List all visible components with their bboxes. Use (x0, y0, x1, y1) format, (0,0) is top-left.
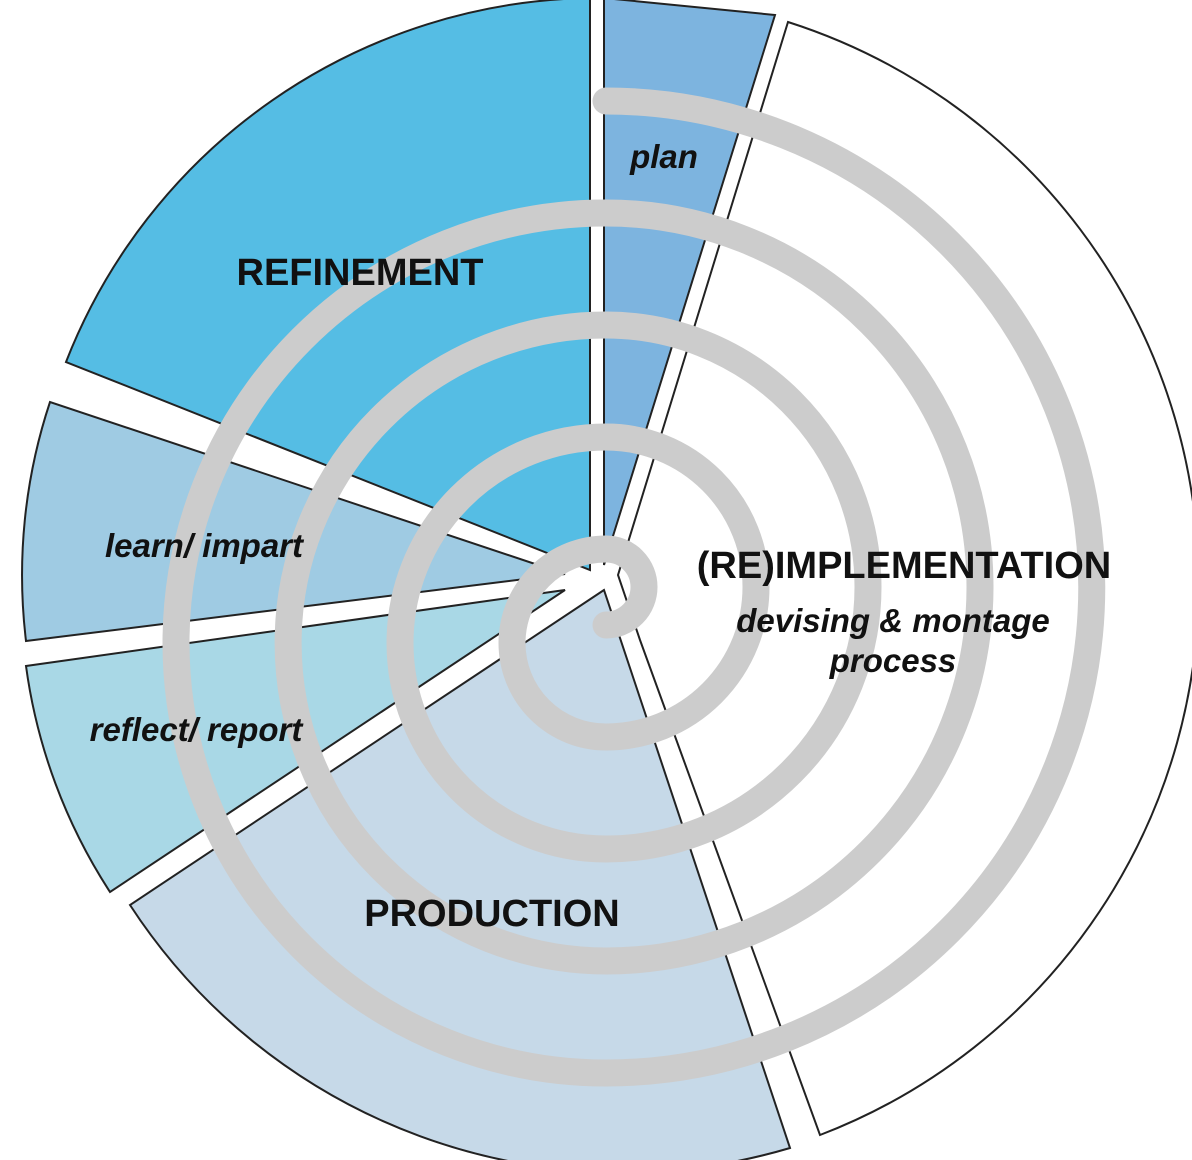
segment-learn-impart (21, 400, 566, 643)
label-reimplementation-sub1: devising & montage (736, 602, 1050, 639)
segment-labels: plan REFINEMENT learn/ impart (RE)IMPLEM… (90, 138, 1112, 935)
segment-plan (603, 0, 777, 566)
label-reflect-report: reflect/ report (90, 711, 305, 748)
label-production: PRODUCTION (364, 893, 619, 935)
label-refinement: REFINEMENT (237, 252, 484, 294)
label-learn-impart: learn/ impart (105, 527, 305, 564)
label-reimplementation-sub2: process (829, 642, 957, 679)
label-plan: plan (629, 138, 698, 175)
spiral-path (162, 87, 1106, 1087)
segment-reimplementation (616, 20, 1192, 1137)
segment-refinement (64, 0, 591, 572)
label-reimplementation: (RE)IMPLEMENTATION (697, 545, 1111, 587)
